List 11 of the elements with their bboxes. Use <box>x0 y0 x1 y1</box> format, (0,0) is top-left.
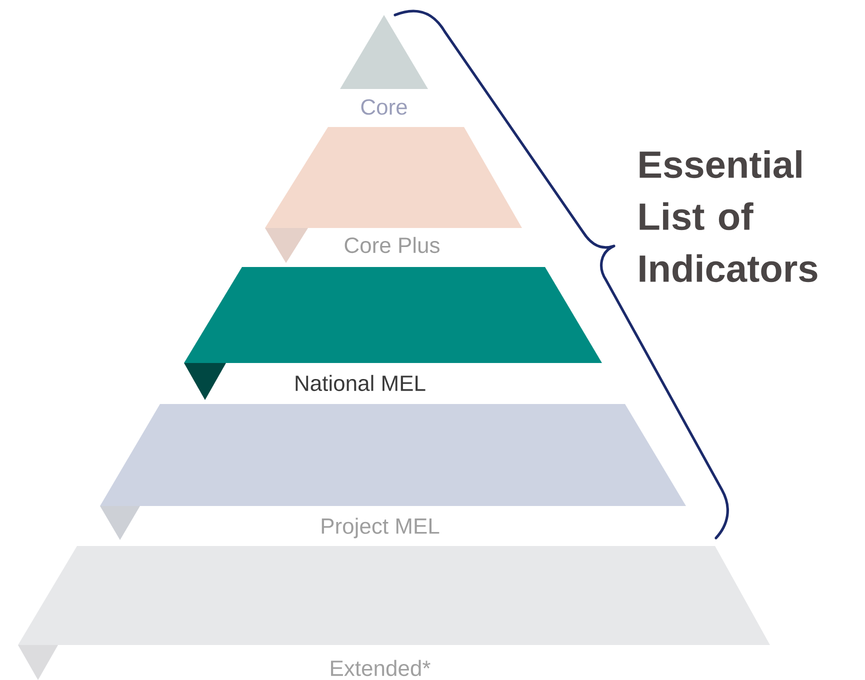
node-label: Core <box>361 99 407 115</box>
pyramid-tier: National MEL <box>184 267 602 400</box>
node-label: National MEL <box>296 374 426 392</box>
pyramid-tier: Project MEL <box>100 404 686 540</box>
pyramid-tier: Core Plus <box>265 127 522 263</box>
heading-text: Essential List of Indicators <box>640 150 818 282</box>
node-label: Project MEL <box>322 518 440 538</box>
node-label: Extended* <box>331 660 430 676</box>
pyramid-tier: Extended* <box>18 546 770 680</box>
node-label: Core Plus <box>344 236 440 254</box>
pyramid-tier: Core <box>340 15 428 115</box>
